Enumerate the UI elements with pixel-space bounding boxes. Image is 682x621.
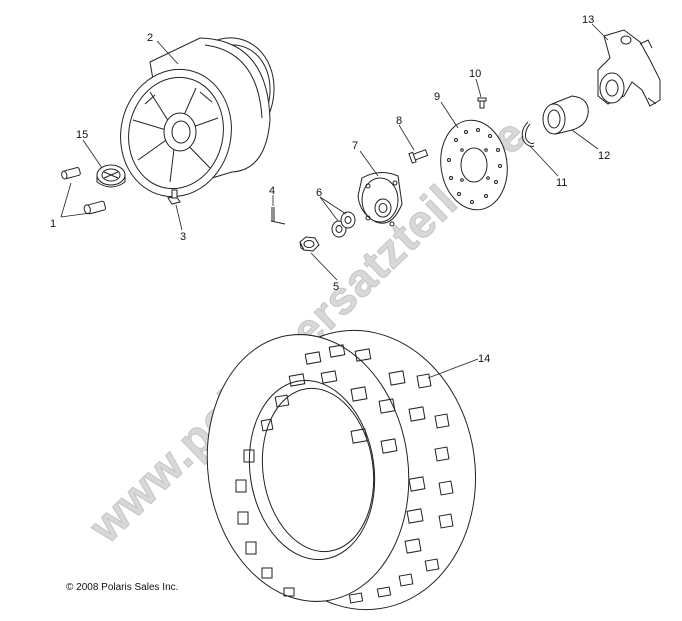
callout-14: 14 <box>478 353 490 365</box>
callout-10: 10 <box>469 68 481 80</box>
callouts: 1 2 3 4 5 6 7 8 9 10 11 12 13 14 15 <box>50 14 610 365</box>
callout-1: 1 <box>50 218 56 230</box>
disc-screw <box>477 97 487 109</box>
washers <box>331 211 356 238</box>
callout-13: 13 <box>582 14 594 26</box>
callout-2: 2 <box>147 32 153 44</box>
lug-studs <box>61 167 107 215</box>
disc-bolt <box>408 149 429 164</box>
callout-7: 7 <box>352 140 358 152</box>
callout-12: 12 <box>598 150 610 162</box>
center-cap <box>96 164 126 188</box>
castle-nut <box>299 236 320 252</box>
callout-4: 4 <box>269 185 275 197</box>
wheel-rim <box>120 37 275 198</box>
cotter-pin <box>270 207 286 225</box>
wheel-hub <box>357 172 403 227</box>
steering-knuckle <box>597 29 661 107</box>
callout-9: 9 <box>434 91 440 103</box>
copyright-notice: © 2008 Polaris Sales Inc. <box>66 582 178 593</box>
brake-disc <box>440 119 508 211</box>
tire <box>206 329 477 611</box>
callout-3: 3 <box>180 231 186 243</box>
valve-stem <box>167 189 181 205</box>
callout-6: 6 <box>316 187 322 199</box>
callout-5: 5 <box>333 281 339 293</box>
callout-8: 8 <box>396 115 402 127</box>
leader-lines <box>60 23 609 379</box>
callout-15: 15 <box>76 129 88 141</box>
wheel-bearing <box>542 95 589 135</box>
callout-11: 11 <box>556 177 567 189</box>
